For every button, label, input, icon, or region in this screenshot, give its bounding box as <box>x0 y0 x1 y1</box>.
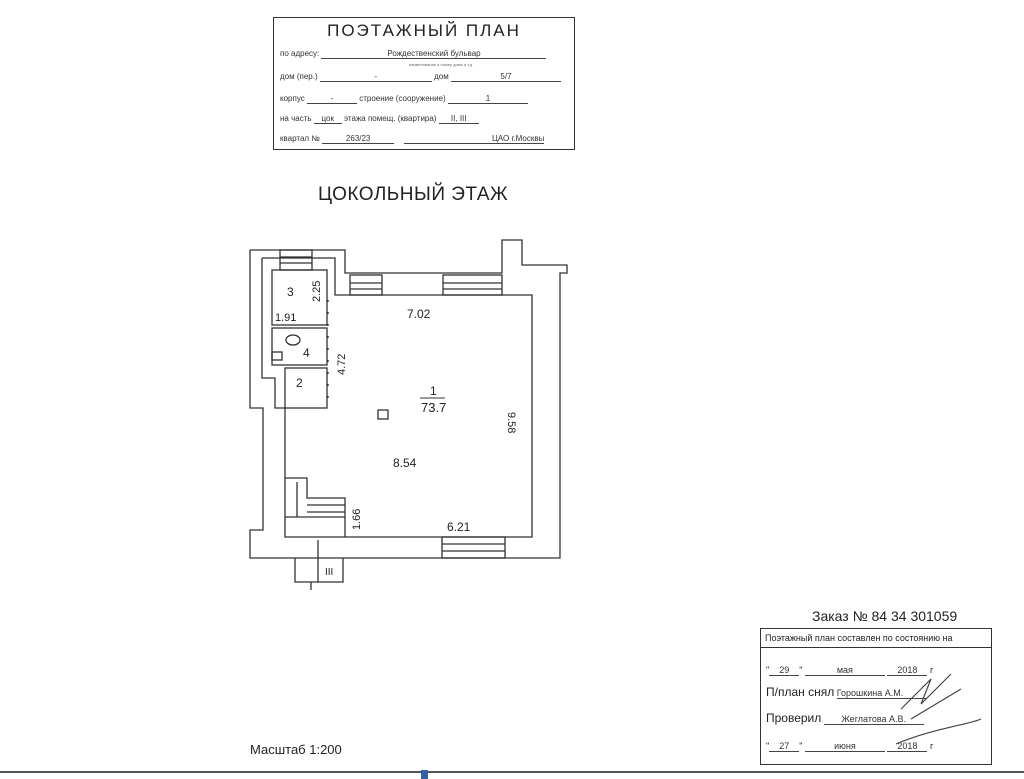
address-sublabel: наименование и номер дома и т.д. <box>409 62 474 67</box>
surveyed-label: П/план снял <box>766 685 835 699</box>
floor-value: II, III <box>438 114 479 124</box>
block-row: квартал № 263/23 ЦАО г.Москвы <box>280 134 570 144</box>
korpus-value: - <box>306 94 357 104</box>
inner-wall <box>261 257 533 538</box>
room-3-label: 3 <box>287 285 294 299</box>
surveyed-row: П/план снял Горошкина А.М. <box>766 685 987 699</box>
address-row: по адресу: Рождественский бульвар <box>280 49 570 59</box>
year-suffix-1: г <box>929 665 934 675</box>
checked-by: Жеглатова А.В. <box>823 714 924 725</box>
signature <box>895 673 982 745</box>
building-label: строение (сооружение) <box>359 94 446 103</box>
scale-label: Масштаб 1:200 <box>250 742 342 757</box>
certificate-header: Поэтажный план составлен по состоянию на <box>761 633 991 648</box>
dim-9-58: 9.58 <box>505 412 517 433</box>
scrollbar-thumb[interactable] <box>421 770 428 779</box>
day2: 27 <box>769 741 800 752</box>
room-4-outline <box>271 327 328 366</box>
block-label: квартал № <box>280 134 320 143</box>
title-stamp: ПОЭТАЖНЫЙ ПЛАН по адресу: Рождественский… <box>273 17 575 150</box>
part-value: цок <box>313 114 342 124</box>
house-label: дом <box>434 72 449 81</box>
part-row: на часть цок этажа помещ. (квартира) II,… <box>280 114 570 124</box>
entrance-label: III <box>325 567 333 578</box>
windows <box>279 249 506 559</box>
address-label: по адресу: <box>280 49 320 58</box>
outer-wall <box>249 239 568 559</box>
floor-label: этажа помещ. (квартира) <box>344 114 437 123</box>
dim-6-21: 6.21 <box>447 520 471 534</box>
order-number: Заказ № 84 34 301059 <box>812 608 958 624</box>
block-value: 263/23 <box>322 134 395 144</box>
dim-1-91: 1.91 <box>275 312 296 324</box>
room-2-label: 2 <box>296 376 303 390</box>
dim-8-54: 8.54 <box>393 456 417 470</box>
building-value: 1 <box>447 94 528 104</box>
lane-label: дом (пер.) <box>280 72 318 81</box>
checked-label: Проверил <box>766 711 822 725</box>
dim-7-02: 7.02 <box>407 307 431 321</box>
surveyed-by: Горошкина А.М. <box>836 688 927 699</box>
column <box>377 409 389 420</box>
korpus-row: корпус - строение (сооружение) 1 <box>280 94 570 104</box>
stairs <box>285 477 346 537</box>
room-4-label: 4 <box>303 346 310 360</box>
stamp-title: ПОЭТАЖНЫЙ ПЛАН <box>327 21 521 40</box>
checked-row: Проверил Жеглатова А.В. <box>766 711 987 725</box>
month2: июня <box>804 741 885 752</box>
main-room-area: 73.7 <box>421 400 446 415</box>
entrance <box>294 558 344 583</box>
lane-value: - <box>319 72 432 82</box>
house-row: дом (пер.) - дом 5/7 <box>280 72 570 82</box>
room-2-outline <box>284 367 328 409</box>
part-label: на часть <box>280 114 312 123</box>
house-value: 5/7 <box>450 72 561 82</box>
day1: 29 <box>769 665 800 676</box>
year2: 2018 <box>887 741 928 752</box>
floor-title: ЦОКОЛЬНЫЙ ЭТАЖ <box>318 184 509 205</box>
certificate-box: Поэтажный план составлен по состоянию на… <box>760 628 992 765</box>
scrollbar-track[interactable] <box>0 771 1024 773</box>
korpus-label: корпус <box>280 94 305 103</box>
survey-date-row: "29" мая 2018 г <box>766 665 934 676</box>
dim-4-72: 4.72 <box>336 354 348 375</box>
month1: мая <box>804 665 885 676</box>
dim-2-25: 2.25 <box>311 281 323 302</box>
main-room-number: 1 <box>430 384 437 398</box>
checked-date-row: "27" июня 2018 г <box>766 741 934 752</box>
year-suffix-2: г <box>929 741 934 751</box>
dim-1-66: 1.66 <box>351 509 363 530</box>
district-value: ЦАО г.Москвы <box>404 134 545 144</box>
address-value: Рождественский бульвар <box>321 49 547 59</box>
year1: 2018 <box>887 665 928 676</box>
